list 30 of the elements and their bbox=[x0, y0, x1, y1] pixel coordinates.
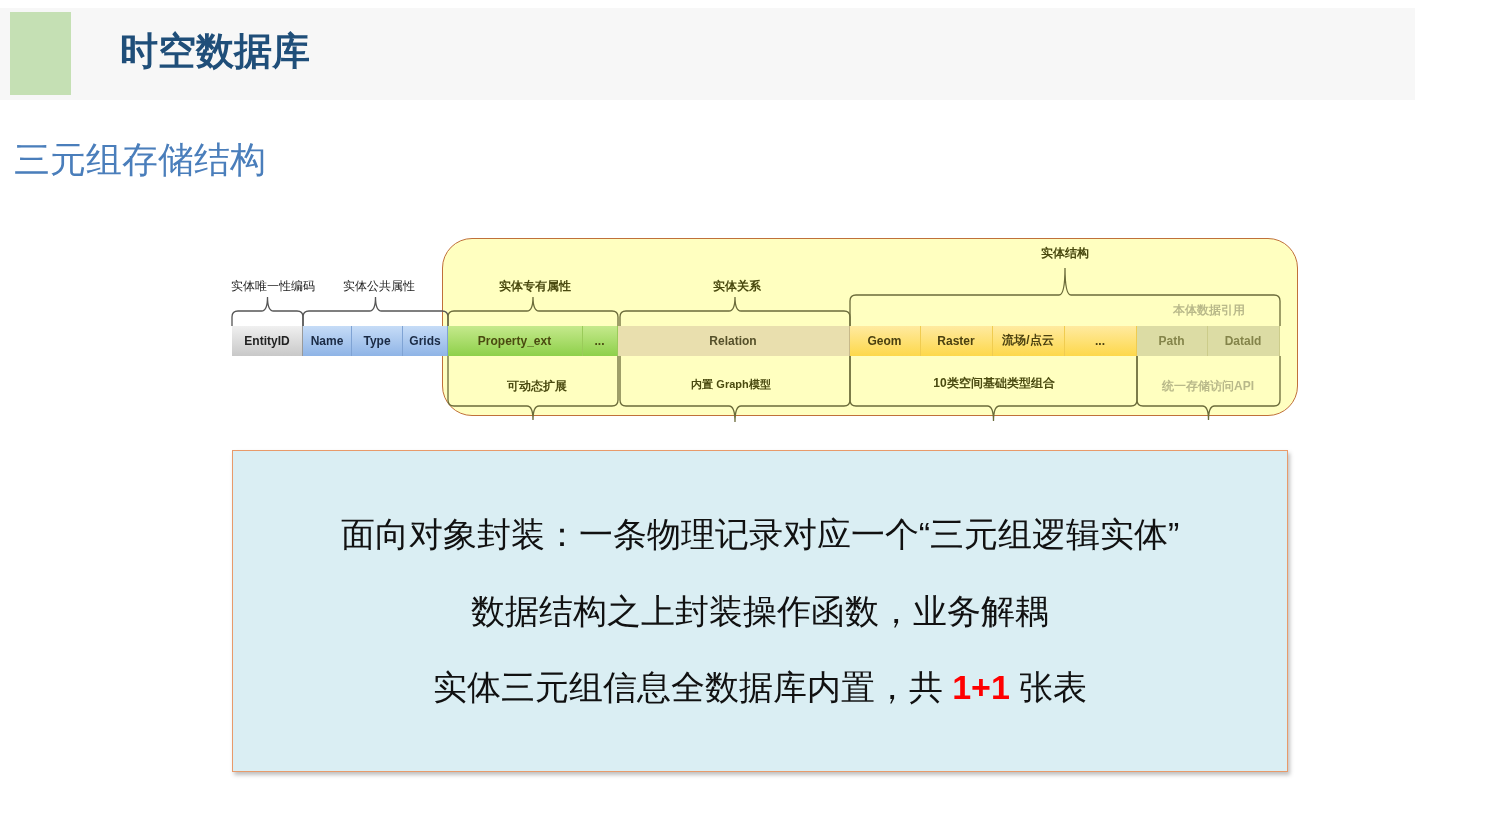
table-field-cell: 流场/点云 bbox=[992, 325, 1065, 356]
page-title: 时空数据库 bbox=[120, 29, 310, 74]
summary-line: 实体三元组信息全数据库内置，共 1+1 张表 bbox=[432, 667, 1088, 709]
table-field-cell: Name bbox=[303, 326, 352, 356]
table-field-cell: Type bbox=[352, 326, 403, 356]
panel-heading: 实体结构 bbox=[1040, 246, 1089, 261]
summary-line: 数据结构之上封装操作函数，业务解耦 bbox=[471, 590, 1049, 632]
annotation-label: 内置 Graph模型 bbox=[691, 377, 771, 391]
table-field-cell: ... bbox=[582, 325, 618, 356]
annotation-label: 实体专有属性 bbox=[499, 280, 571, 294]
table-field-cell: ... bbox=[1064, 325, 1137, 356]
annotation-label: 实体唯一性编码 bbox=[231, 280, 315, 294]
annotation-label: 实体关系 bbox=[713, 280, 761, 294]
table-field-cell: Geom bbox=[849, 325, 921, 356]
annotation-label: 10类空间基础类型组合 bbox=[933, 377, 1055, 391]
table-field-cell: Relation bbox=[617, 325, 850, 356]
table-field-cell: EntityID bbox=[232, 326, 303, 356]
annotation-label: 本体数据引用 bbox=[1173, 304, 1245, 318]
table-field-cell: DataId bbox=[1207, 325, 1280, 356]
section-heading: 三元组存储结构 bbox=[14, 140, 266, 180]
annotation-label: 实体公共属性 bbox=[343, 280, 415, 294]
summary-line: 面向对象封装：一条物理记录对应一个“三元组逻辑实体” bbox=[340, 513, 1180, 555]
annotation-label: 统一存储访问API bbox=[1162, 380, 1254, 394]
table-field-cell: Path bbox=[1136, 325, 1208, 356]
annotation-label: 可动态扩展 bbox=[507, 380, 567, 394]
entity-structure-panel bbox=[442, 238, 1298, 416]
table-field-cell: Grids bbox=[403, 326, 448, 356]
table-field-cell: Raster bbox=[920, 325, 993, 356]
summary-box bbox=[232, 450, 1288, 772]
table-field-cell: Property_ext bbox=[447, 325, 583, 356]
